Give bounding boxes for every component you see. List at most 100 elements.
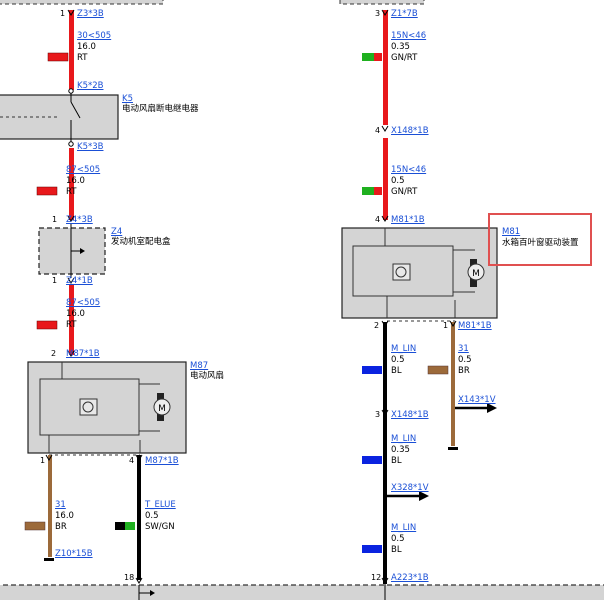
wire-size: 0.35: [391, 42, 410, 52]
pin-num: 1: [443, 321, 449, 330]
swatch-red-3: [36, 320, 58, 330]
wire-color: RT: [66, 320, 77, 330]
connector-z3-3b[interactable]: Z3*3B: [77, 9, 104, 19]
component-k5-id[interactable]: K5: [122, 94, 133, 104]
k5-box: [0, 94, 119, 140]
right-wire-red-2: [383, 138, 388, 220]
pin-num: 4: [375, 126, 381, 135]
wire-id[interactable]: 15N<46: [391, 31, 427, 41]
wire-id[interactable]: T_ELUE: [145, 500, 176, 510]
swatch-gnrt-2: [362, 187, 382, 195]
wire-color: BL: [391, 456, 402, 466]
swatch-black: [115, 522, 125, 530]
component-z4-id[interactable]: Z4: [111, 227, 123, 237]
swatch-gnrt-1: [362, 53, 382, 61]
wire-size: 0.35: [391, 445, 410, 455]
top-right-partial-box: [339, 0, 425, 5]
wire-id[interactable]: M_LIN: [391, 344, 417, 354]
component-m81-desc: 水箱百叶窗驱动装置: [502, 238, 579, 248]
pin-num: 3: [375, 9, 381, 18]
wire-size: 0.5: [391, 176, 405, 186]
connector-z1-7b[interactable]: Z1*7B: [391, 9, 418, 19]
component-m87-desc: 电动风扇: [190, 371, 225, 381]
wire-size: 16.0: [66, 176, 85, 186]
pin-num: 1: [60, 9, 66, 18]
component-k5-desc: 电动风扇断电继电器: [122, 104, 199, 114]
wire-id[interactable]: 31: [55, 500, 66, 510]
left-wire-red-3: [69, 285, 74, 355]
wire-size: 0.5: [145, 511, 159, 521]
wire-color: BL: [391, 545, 402, 555]
wire-id[interactable]: M_LIN: [391, 523, 417, 533]
wire-color: SW/GN: [145, 522, 175, 532]
wire-color: GN/RT: [391, 187, 418, 197]
bottom-box: [0, 584, 604, 600]
wire-color: BL: [391, 366, 402, 376]
pin-num: 2: [374, 321, 380, 330]
swatch-green-small: [125, 522, 135, 530]
swatch-blue-3: [362, 545, 382, 553]
right-wire-red-1: [383, 10, 388, 125]
left-wire-red-2: [69, 148, 74, 220]
wire-size: 0.5: [391, 534, 405, 544]
pin-num: 4: [375, 215, 381, 224]
wire-id[interactable]: M_LIN: [391, 434, 417, 444]
connector-m81-1b-2[interactable]: M81*1B: [458, 321, 492, 331]
wire-size: 16.0: [66, 309, 85, 319]
wire-id[interactable]: 15N<46: [391, 165, 427, 175]
wire-color: BR: [458, 366, 470, 376]
wire-id[interactable]: 87<505: [66, 165, 101, 175]
pin-num: 4: [129, 456, 135, 465]
wire-color: GN/RT: [391, 53, 418, 63]
connector-z4-3b[interactable]: Z4*3B: [66, 215, 93, 225]
connector-m87-1b[interactable]: M87*1B: [66, 349, 100, 359]
connector-x328-1v[interactable]: X328*1V: [391, 483, 429, 493]
swatch-red-2: [36, 186, 58, 196]
wire-id[interactable]: 31: [458, 344, 469, 354]
highlight-box: [488, 213, 592, 266]
pin-num: 2: [51, 349, 57, 358]
component-m87-id[interactable]: M87: [190, 361, 209, 371]
wire-color: BR: [55, 522, 67, 532]
swatch-brown-left: [24, 521, 46, 531]
connector-x148-1b-2[interactable]: X148*1B: [391, 410, 429, 420]
wire-size: 16.0: [55, 511, 74, 521]
wire-size: 0.5: [458, 355, 472, 365]
left-wire-red-1: [69, 10, 74, 90]
svg-text:M: M: [472, 269, 480, 279]
right-wire-black: [383, 322, 387, 584]
left-wire-brown: [48, 455, 52, 557]
wire-id[interactable]: 87<505: [66, 298, 101, 308]
swatch-blue-2: [362, 456, 382, 464]
wire-color: RT: [77, 53, 88, 63]
pin-num: 1: [52, 276, 58, 285]
connector-k5-2b[interactable]: K5*2B: [77, 81, 104, 91]
pin-num: 1: [40, 456, 46, 465]
svg-text:M: M: [158, 404, 166, 414]
connector-z10-15b[interactable]: Z10*15B: [55, 549, 93, 559]
component-m81-id[interactable]: M81: [502, 227, 521, 237]
wire-size: 0.5: [391, 355, 405, 365]
wire-id[interactable]: 30<505: [77, 31, 112, 41]
right-wire-brown: [451, 322, 455, 446]
connector-m81-1b[interactable]: M81*1B: [391, 215, 425, 225]
connector-m87-1b-2[interactable]: M87*1B: [145, 456, 179, 466]
wire-size: 16.0: [77, 42, 96, 52]
swatch-brown-right: [427, 365, 449, 375]
wire-color: RT: [66, 187, 77, 197]
connector-k5-3b[interactable]: K5*3B: [77, 142, 104, 152]
pin-num: 18: [124, 573, 135, 582]
swatch-red-1: [47, 52, 69, 62]
pin-num: 3: [375, 410, 381, 419]
connector-x148-1b[interactable]: X148*1B: [391, 126, 429, 136]
connector-x143-1v[interactable]: X143*1V: [458, 395, 496, 405]
connector-z4-1b[interactable]: Z4*1B: [66, 276, 93, 286]
pin-num: 1: [52, 215, 58, 224]
left-wire-black: [137, 455, 141, 580]
pin-num: 12: [371, 573, 382, 582]
top-left-partial-box: [0, 0, 164, 5]
swatch-blue-1: [362, 366, 382, 374]
pin-marks: [45, 9, 457, 584]
connector-a223-1b[interactable]: A223*1B: [391, 573, 429, 583]
